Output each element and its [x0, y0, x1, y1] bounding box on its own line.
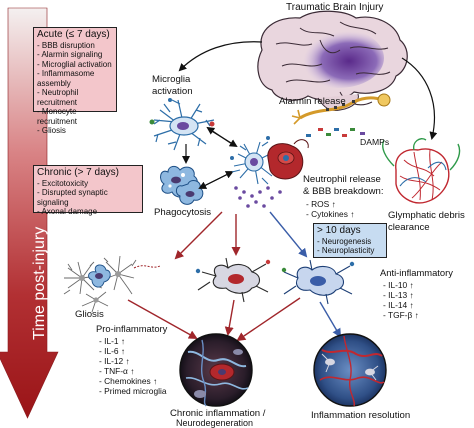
chronic-inflammation-label-2: Neurodegeneration: [176, 418, 254, 428]
chronic-list: - Excitotoxicity - Disrupted synaptic si…: [37, 179, 139, 217]
acute-item: - Neutrophil recruitment: [37, 88, 79, 107]
neutrophil-effect: - Cytokines ↑: [306, 209, 355, 220]
acute-heading: Acute (≤ 7 days): [37, 29, 110, 40]
brain-to-microglia-arrow: [178, 41, 263, 72]
acute-item: - Monocyte recruitment: [37, 107, 78, 126]
chronic-inflammation-panel: [179, 333, 253, 407]
anti-inflammatory-item: - IL-13 ↑: [383, 290, 414, 301]
anti-inflammatory-item: - IL-14 ↑: [383, 300, 414, 311]
gliosis-label: Gliosis: [75, 309, 104, 320]
pro-inflammatory-item: - IL-6 ↑: [99, 346, 126, 357]
late-phase-box: > 10 days - Neurogenesis - Neuroplastici…: [313, 223, 387, 258]
alarmin-release-label: Alarmin release: [279, 96, 346, 107]
inflammation-resolution-panel: [313, 333, 387, 407]
chronic-item: - Axonal damage: [37, 207, 98, 217]
acute-item: - Gliosis: [37, 125, 66, 135]
chronic-inflammation-label-1: Chronic inflammation /: [170, 408, 266, 419]
inflammation-resolution-label: Inflammation resolution: [311, 410, 411, 421]
damps-label: DAMPs: [360, 137, 390, 147]
time-axis-label: Time post-injury: [31, 226, 48, 340]
glymphatic-label-2: clearance: [388, 222, 430, 233]
late-item: - Neurogenesis: [317, 237, 372, 246]
brain-to-glymphatic-arrow: [401, 57, 438, 140]
pro-inflammatory-item: - IL-12 ↑: [99, 356, 130, 367]
pro-inflammatory-item: - IL-1 ↑: [99, 336, 126, 346]
acute-item: - Alarmin signaling: [37, 50, 103, 60]
chronic-item: - Disrupted synaptic signaling: [37, 188, 108, 207]
chronic-phase-box: Chronic (> 7 days) - Excitotoxicity - Di…: [33, 165, 143, 216]
glymphatic-vessels: [382, 138, 461, 204]
acute-item: - Microglial activation: [37, 59, 112, 69]
late-item: - Neuroplasticity: [317, 246, 375, 256]
anti-inflammatory-item: - IL-10 ↑: [383, 280, 414, 290]
neutrophil-label-2: & BBB breakdown:: [303, 186, 384, 197]
pro-inflammatory-list: - IL-1 ↑ - IL-6 ↑ - IL-12 ↑ - TNF-α ↑ - …: [99, 336, 166, 396]
late-heading: > 10 days: [317, 225, 361, 236]
red-arrow-to-gliosis: [174, 211, 223, 260]
pro-inflammatory-item: - TNF-α ↑: [99, 366, 135, 377]
activated-microglia-cell: [149, 98, 215, 151]
neutrophil-effect: - ROS ↑: [306, 199, 336, 209]
damaged-neuron-damps: [291, 93, 391, 137]
acute-phase-box: Acute (≤ 7 days) - BBB disruption - Alar…: [33, 27, 117, 135]
pro-inflammatory-heading: Pro-inflammatory: [96, 323, 168, 334]
anti-inflammatory-item: - TGF-β ↑: [383, 310, 419, 321]
pro-inflammatory-item: - Chemokines ↑: [99, 376, 158, 387]
neutrophil-label-1: Neutrophil release: [303, 174, 381, 185]
phagocytic-microglia: [160, 165, 204, 205]
acute-item: - Inflammasome assembly: [37, 69, 95, 88]
anti-inflammatory-list: - IL-10 ↑ - IL-13 ↑ - IL-14 ↑ - TGF-β ↑: [383, 280, 419, 320]
glymphatic-label-1: Glymphatic debris: [388, 210, 465, 221]
acute-list: - BBB disruption - Alarmin signaling - M…: [37, 41, 113, 135]
microglia-activation-label-1: Microglia: [152, 74, 191, 85]
gliosis-microglia: [79, 264, 121, 303]
microglia-activation-label-2: activation: [152, 86, 193, 97]
blue-arrow-to-resting-cell: [269, 211, 308, 258]
diagram-title: Traumatic Brain Injury: [286, 2, 384, 13]
neutrophil-effects-list: - ROS ↑ - Cytokines ↑: [306, 199, 354, 219]
pro-inflammatory-item: - Primed microglia: [99, 386, 167, 397]
chronic-heading: Chronic (> 7 days): [37, 167, 119, 178]
brain-illustration: [257, 10, 408, 111]
anti-inflammatory-heading: Anti-inflammatory: [380, 267, 453, 278]
late-list: - Neurogenesis - Neuroplasticity: [317, 237, 383, 256]
resting-microglia-blue: [281, 259, 355, 305]
acute-item: - BBB disruption: [37, 41, 95, 50]
chronic-item: - Excitotoxicity: [37, 179, 89, 188]
reactive-microglia-red: [195, 257, 271, 303]
central-microglia-cluster: [230, 136, 309, 208]
phagocytosis-label: Phagocytosis: [154, 207, 212, 218]
